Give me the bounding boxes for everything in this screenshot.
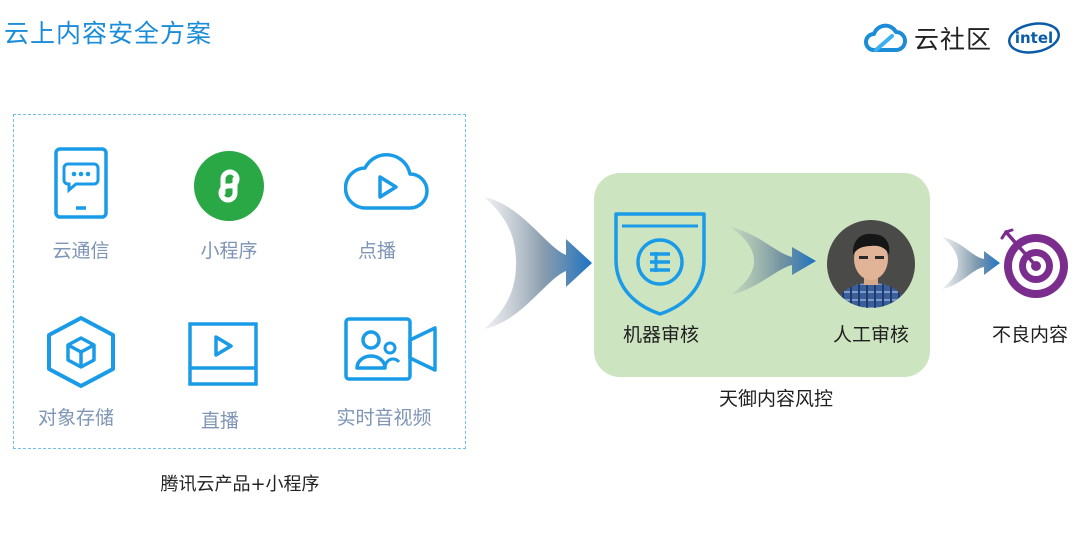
product-label-im: 云通信 <box>52 240 110 262</box>
cloud-play-icon <box>344 153 429 210</box>
human-review-label: 人工审核 <box>832 324 909 346</box>
mobile-chat-icon <box>54 147 108 219</box>
intel-logo-icon: intel <box>1008 22 1061 54</box>
product-label-vod: 点播 <box>357 240 396 262</box>
mini-program-icon <box>194 151 264 221</box>
brand-name: 云社区 <box>914 25 993 54</box>
tianyu-label: 天御内容风控 <box>718 388 833 410</box>
flow-arrow-end-icon <box>942 237 1000 289</box>
product-label-cos: 对象存储 <box>37 407 114 429</box>
product-label-mini-program: 小程序 <box>200 240 258 262</box>
product-label-live: 直播 <box>200 410 239 432</box>
page-title: 云上内容安全方案 <box>4 19 213 48</box>
target-icon <box>1000 228 1068 298</box>
shield-review-icon <box>614 212 706 316</box>
video-camera-people-icon <box>344 317 437 381</box>
cube-hexagon-icon <box>47 316 115 388</box>
avatar <box>827 220 915 308</box>
products-container <box>13 114 466 449</box>
video-screen-icon <box>188 322 258 386</box>
flow-arrow-small-icon <box>730 227 816 295</box>
products-group-label: 腾讯云产品+小程序 <box>160 474 320 495</box>
intel-logo-text: intel <box>1015 29 1053 47</box>
machine-review-label: 机器审核 <box>622 324 699 346</box>
product-label-trtc: 实时音视频 <box>336 407 432 429</box>
bad-content-label: 不良内容 <box>991 324 1068 346</box>
flow-arrow-big-icon <box>484 197 592 329</box>
brand-logo-group: 云社区 intel <box>862 20 1062 56</box>
cloud-logo-icon <box>864 23 907 52</box>
